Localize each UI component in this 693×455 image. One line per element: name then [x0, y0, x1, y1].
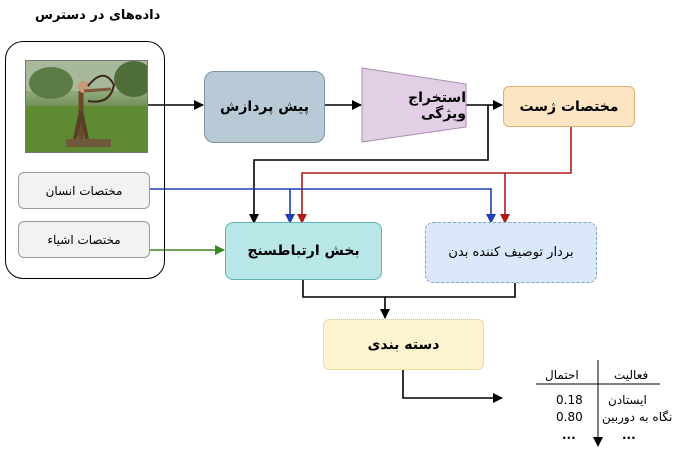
arrow-descriptor-to-classify [385, 283, 516, 298]
available-data-container [5, 41, 165, 279]
preprocess-block: پیش پردازش [204, 71, 325, 143]
human-coords-box: مختصات انسان [18, 172, 150, 209]
table-row-activity: ... [622, 428, 636, 442]
feature-extraction-shape [361, 67, 467, 143]
table-row-probability: 0.18 [556, 393, 583, 407]
correlation-block: بخش ارتباطسنج [225, 222, 382, 280]
arrow-correlation-to-classify [302, 279, 390, 319]
correlation-label: بخش ارتباطسنج [247, 243, 360, 259]
preprocess-label: پیش پردازش [220, 99, 309, 115]
table-row-probability: 0.80 [556, 410, 583, 424]
body-descriptor-block: بردار توصیف کننده بدن [425, 222, 597, 283]
pose-coords-label: مختصات ژست [519, 98, 619, 115]
table-row-activity: نگاه به دوربین [602, 410, 673, 424]
object-coords-label: مختصات اشیاء [47, 232, 121, 247]
pose-coords-block: مختصات ژست [503, 86, 635, 127]
table-header-activity: فعالیت [614, 368, 649, 382]
arrow-human-to-correlation-blue [150, 188, 496, 224]
table-header-probability: احتمال [545, 368, 579, 382]
available-data-title: داده‌های در دسترس [35, 8, 161, 23]
arrow-classify-to-output [402, 370, 503, 403]
arrow-feature-to-correlation [249, 105, 489, 224]
arrow-pose-to-correlation-red [297, 127, 572, 224]
classification-block: دسته بندی [323, 319, 484, 370]
feature-extraction-block: استخراج ویژگی [362, 84, 466, 127]
body-descriptor-label: بردار توصیف کننده بدن [448, 245, 574, 260]
object-coords-box: مختصات اشیاء [18, 221, 150, 258]
archer-photo [25, 60, 148, 153]
human-coords-label: مختصات انسان [45, 183, 123, 198]
feature-extraction-label: استخراج ویژگی [408, 89, 466, 122]
table-row-activity: ایستادن [608, 393, 647, 407]
classification-label: دسته بندی [367, 336, 440, 353]
table-row-probability: ... [562, 428, 576, 442]
